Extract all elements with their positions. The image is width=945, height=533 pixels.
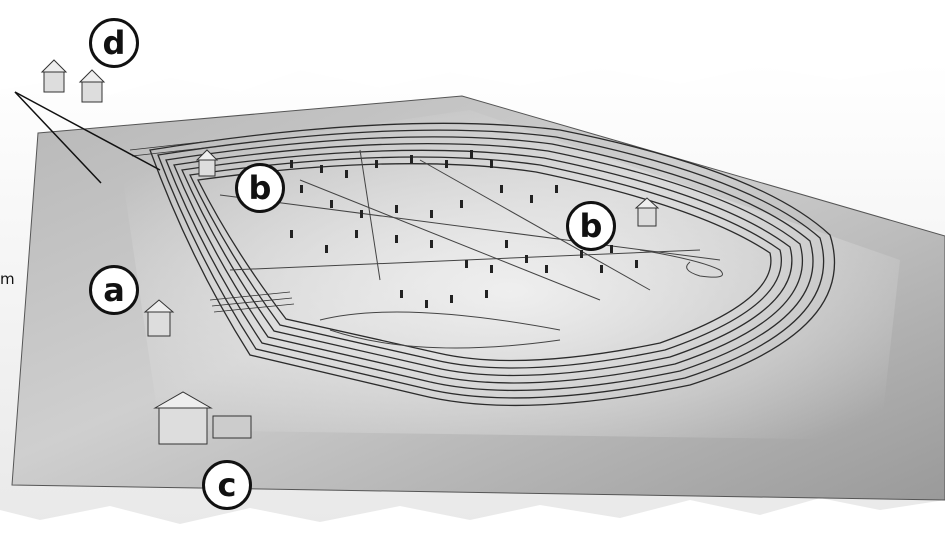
callout-b-left: b bbox=[235, 163, 285, 213]
tent-d-right bbox=[80, 70, 104, 102]
side-label: m bbox=[0, 270, 15, 288]
callout-a: a bbox=[89, 265, 139, 315]
callout-c: c bbox=[202, 460, 252, 510]
callout-b-right: b bbox=[566, 201, 616, 251]
tent-d-left bbox=[42, 60, 66, 92]
callout-d: d bbox=[89, 18, 139, 68]
